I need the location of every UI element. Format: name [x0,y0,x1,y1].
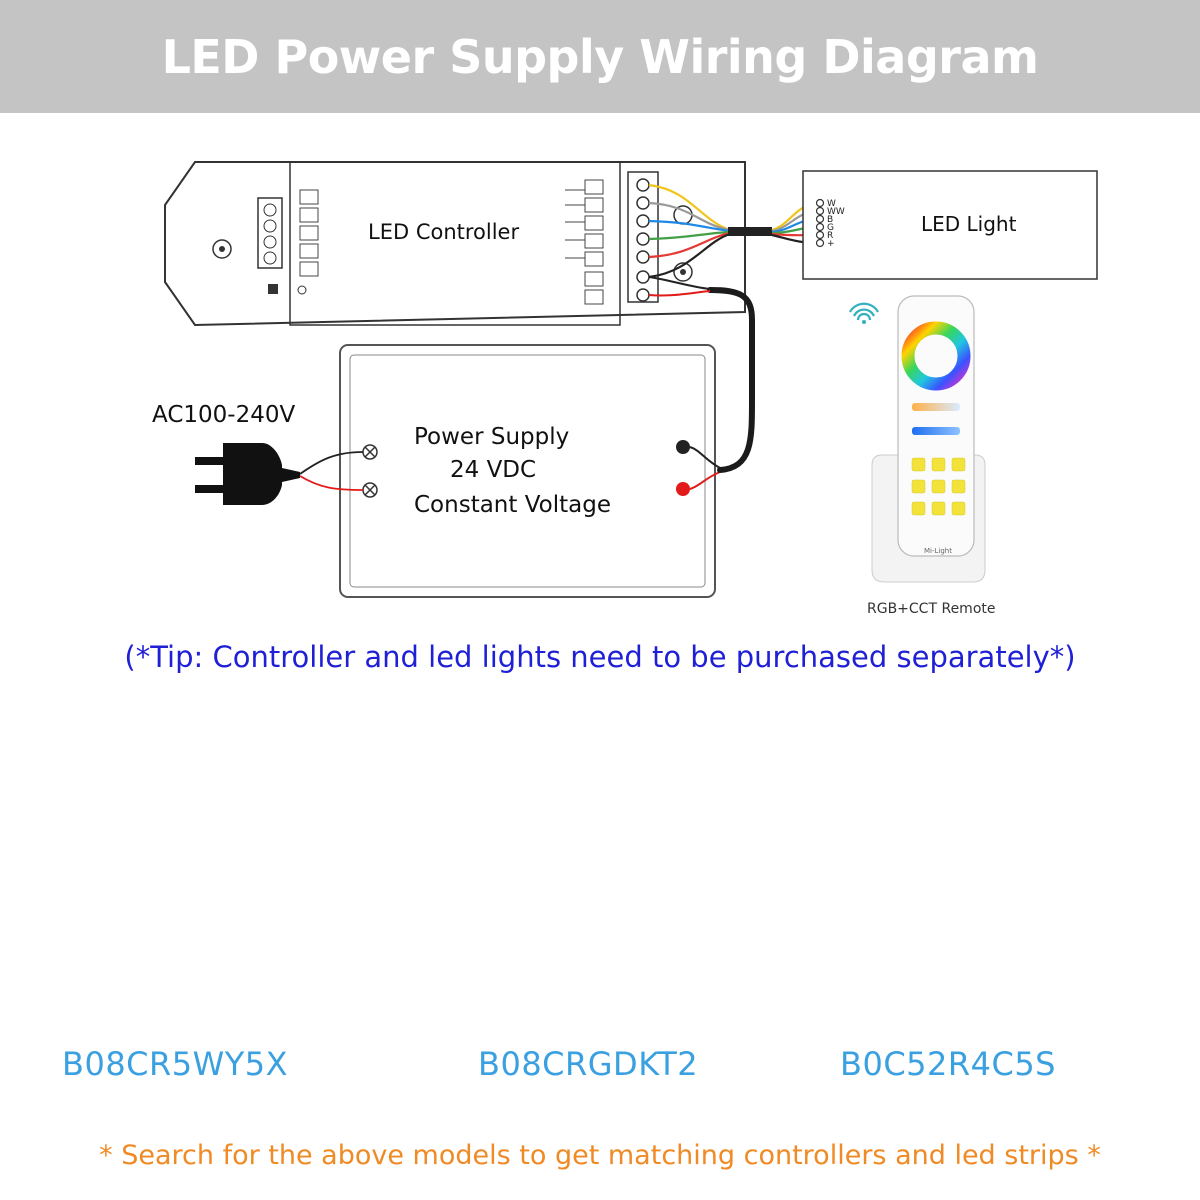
light-terminal-label: + [827,239,835,249]
led-light-label: LED Light [921,212,1017,236]
power-supply-box [339,344,716,598]
dc-negative-terminal [676,440,690,454]
purchase-tip: (*Tip: Controller and led lights need to… [124,640,1076,674]
product-model-controller: B08CR5WY5X [62,1045,289,1083]
led-light-box [802,170,1098,280]
power-supply-line2: 24 VDC [450,457,537,483]
ac-plug-icon [195,443,300,505]
product-model-strip-coil: B0C52R4C5S [840,1045,1056,1083]
mount-hole-icon [212,239,232,259]
color-wheel-icon [901,321,971,391]
power-supply-line1: Power Supply [414,424,570,450]
power-supply-line3: Constant Voltage [414,492,611,518]
ac-terminals [362,444,378,498]
light-terminal-label: B [827,215,833,225]
wireless-signal-icon [849,302,879,321]
led-controller-label: LED Controller [368,220,520,244]
page-title: LED Power Supply Wiring Diagram [161,29,1039,84]
button-connector-icon [257,197,283,269]
remote-caption: RGB+CCT Remote [867,601,996,617]
dc-cable [648,276,755,490]
led-controller [164,161,746,327]
light-terminal-label: WW [827,207,845,217]
terminal-block [627,171,659,303]
ac-wires [299,451,364,491]
remote-brand-logo: Mi-Light [924,547,952,555]
dc-positive-terminal [676,482,690,496]
title-banner: LED Power Supply Wiring Diagram [0,0,1200,113]
ac-input-label: AC100-240V [152,402,296,428]
light-terminal-label: G [827,223,834,233]
remote-control: Mi-Light [849,295,986,583]
search-hint-footer: * Search for the above models to get mat… [99,1140,1101,1171]
light-terminal-label: W [827,199,836,209]
light-terminal-label: R [827,231,833,241]
product-model-strip-reel: B08CRGDKT2 [478,1045,699,1083]
